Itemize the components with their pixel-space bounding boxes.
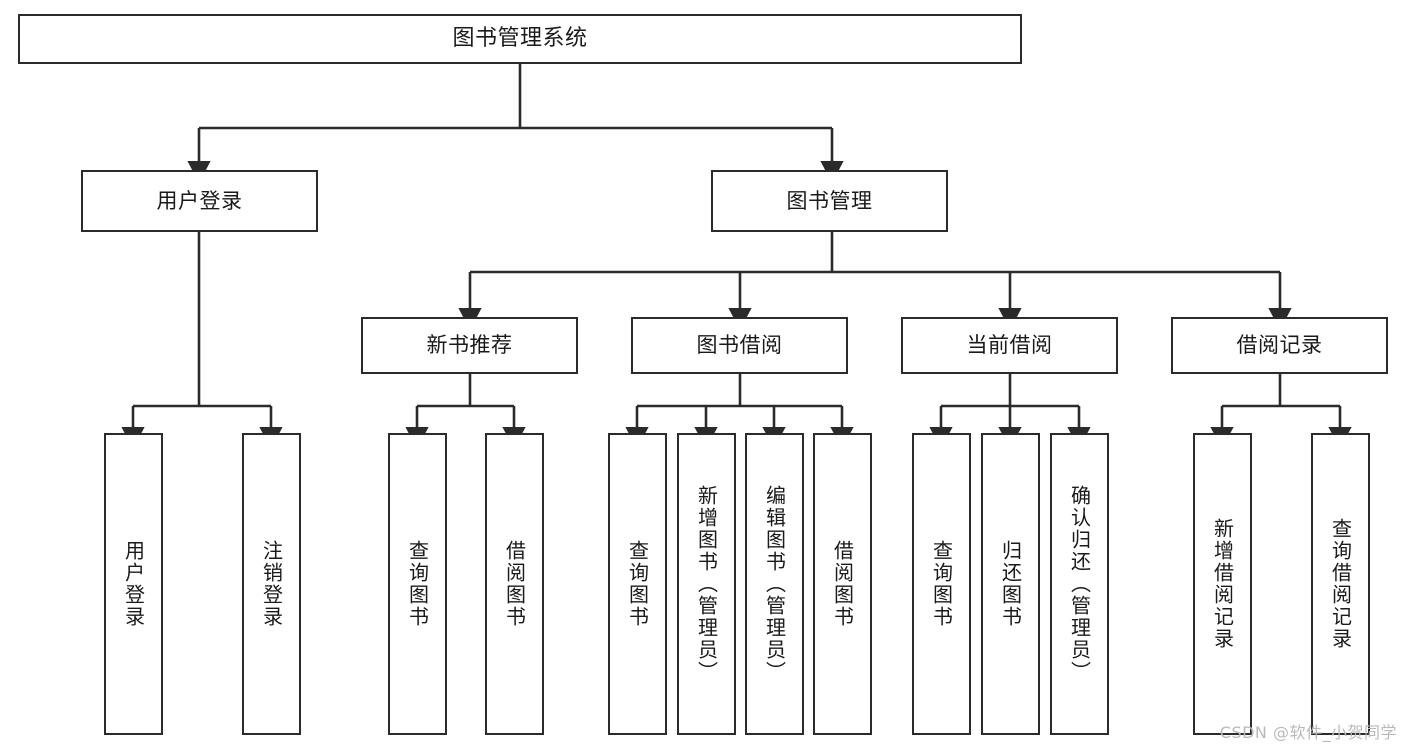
node-label: 注销登录 xyxy=(259,540,284,628)
leaf-user-login[interactable]: 用户登录 xyxy=(104,433,163,735)
leaf-confirm-return-admin[interactable]: 确认归还（管理员） xyxy=(1050,433,1109,735)
node-label: 借阅图书 xyxy=(502,540,527,628)
node-label: 编辑图书（管理员） xyxy=(762,485,787,683)
leaf-add-book-admin[interactable]: 新增图书（管理员） xyxy=(677,433,736,735)
leaf-query-book-borrow[interactable]: 查询图书 xyxy=(608,433,667,735)
watermark-text: CSDN @软件_小贺同学 xyxy=(1219,723,1397,742)
node-label: 图书借阅 xyxy=(696,333,783,358)
node-label: 归还图书 xyxy=(998,540,1023,628)
node-label: 查询图书 xyxy=(405,540,430,628)
leaf-query-book-current[interactable]: 查询图书 xyxy=(912,433,971,735)
leaf-user-logout[interactable]: 注销登录 xyxy=(242,433,301,735)
node-label: 图书管理系统 xyxy=(452,26,588,52)
leaf-add-borrow-record[interactable]: 新增借阅记录 xyxy=(1193,433,1252,735)
node-label: 新书推荐 xyxy=(426,333,513,358)
node-label: 当前借阅 xyxy=(966,333,1053,358)
node-label: 新增图书（管理员） xyxy=(694,485,719,683)
node-label: 借阅记录 xyxy=(1236,333,1323,358)
leaf-borrow-book[interactable]: 借阅图书 xyxy=(813,433,872,735)
node-label: 查询借阅记录 xyxy=(1328,518,1353,650)
node-root-system[interactable]: 图书管理系统 xyxy=(18,14,1022,64)
leaf-return-book[interactable]: 归还图书 xyxy=(981,433,1040,735)
node-label: 图书管理 xyxy=(786,188,873,213)
node-new-book-recommend[interactable]: 新书推荐 xyxy=(361,317,578,374)
leaf-query-borrow-record[interactable]: 查询借阅记录 xyxy=(1311,433,1370,735)
node-borrow-record[interactable]: 借阅记录 xyxy=(1171,317,1388,374)
node-label: 借阅图书 xyxy=(830,540,855,628)
leaf-borrow-book-recommend[interactable]: 借阅图书 xyxy=(485,433,544,735)
leaf-query-book-recommend[interactable]: 查询图书 xyxy=(388,433,447,735)
node-book-borrow[interactable]: 图书借阅 xyxy=(631,317,848,374)
node-label: 查询图书 xyxy=(625,540,650,628)
node-label: 查询图书 xyxy=(929,540,954,628)
node-label: 确认归还（管理员） xyxy=(1067,485,1092,683)
leaf-edit-book-admin[interactable]: 编辑图书（管理员） xyxy=(745,433,804,735)
node-label: 用户登录 xyxy=(121,540,146,628)
node-book-management[interactable]: 图书管理 xyxy=(711,170,948,232)
node-current-borrow[interactable]: 当前借阅 xyxy=(901,317,1118,374)
node-user-login[interactable]: 用户登录 xyxy=(81,170,318,232)
node-label: 用户登录 xyxy=(156,188,243,213)
node-label: 新增借阅记录 xyxy=(1210,518,1235,650)
